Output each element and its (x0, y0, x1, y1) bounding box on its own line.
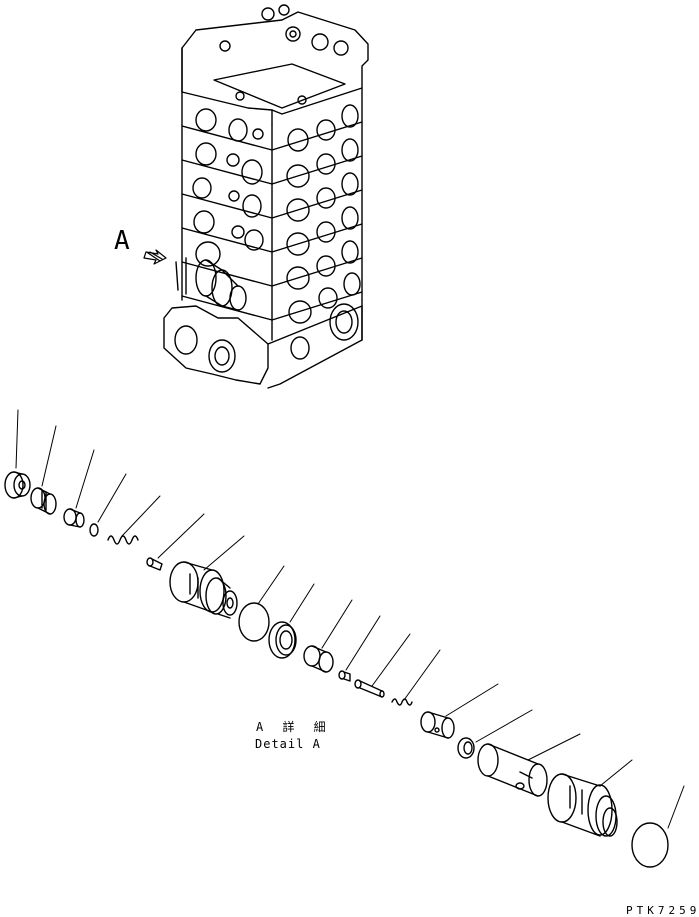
part-piston (420, 711, 455, 739)
part-backup-ring (268, 621, 297, 659)
leader-lines (15, 409, 685, 829)
part-small-plug (63, 508, 85, 528)
part-small-pin (338, 670, 351, 682)
part-large-o-ring (238, 602, 270, 642)
part-rod (354, 679, 385, 698)
detail-label-english: Detail A (255, 737, 321, 751)
view-a-arrow (143, 249, 167, 265)
part-end-o-ring (631, 822, 669, 868)
part-valve-body (477, 743, 548, 797)
part-washer (457, 737, 475, 759)
part-spring (107, 535, 139, 545)
view-a-label: A (114, 226, 130, 256)
part-small-spring (391, 698, 413, 706)
part-sleeve (303, 645, 334, 673)
part-threaded-spacer (30, 487, 57, 515)
part-pin (146, 557, 163, 571)
part-valve-cylinder (169, 561, 238, 619)
part-nut (4, 471, 31, 499)
part-small-o-ring (89, 523, 99, 537)
detail-label-japanese: A 詳 細 (256, 720, 332, 734)
exploded-parts (4, 471, 669, 868)
drawing-code: PTK7259 (626, 904, 699, 917)
part-end-housing (547, 773, 618, 837)
control-valve-assembly (163, 4, 369, 389)
